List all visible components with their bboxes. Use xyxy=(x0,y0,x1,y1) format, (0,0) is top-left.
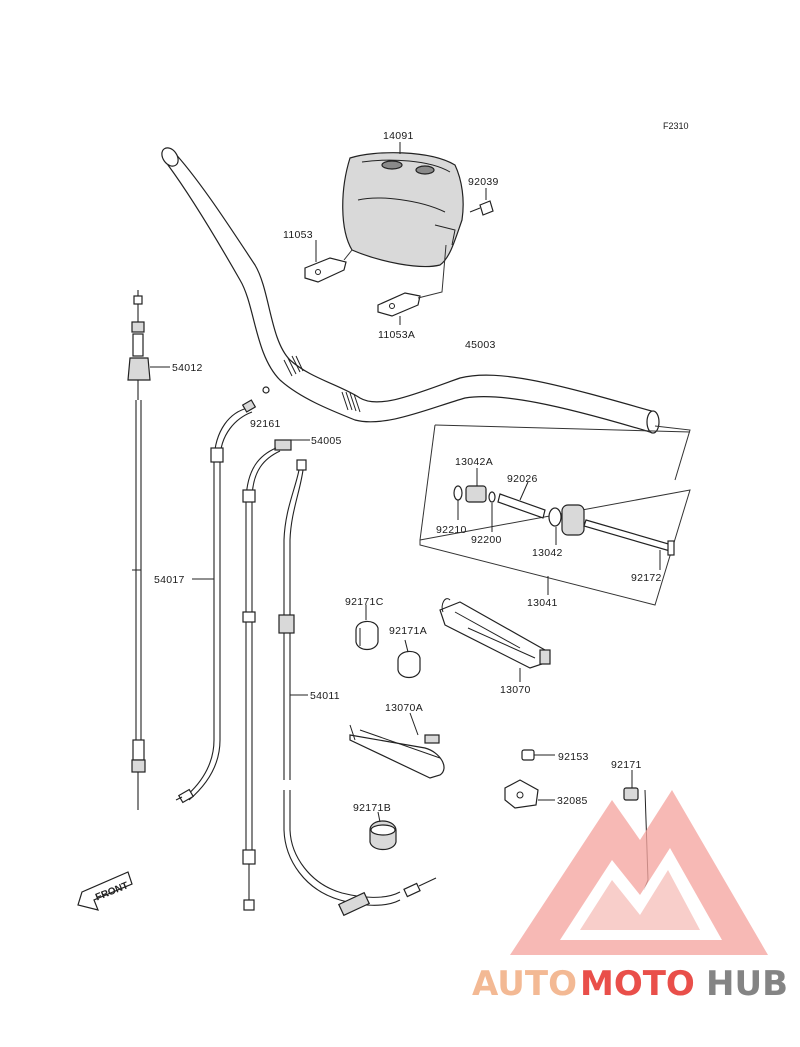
label-92026: 92026 xyxy=(507,473,538,485)
label-13042A: 13042A xyxy=(455,456,493,468)
bracket-11053 xyxy=(304,240,353,283)
label-13070: 13070 xyxy=(500,684,531,696)
label-92171B: 92171B xyxy=(353,802,391,814)
label-92171A: 92171A xyxy=(389,625,427,637)
label-92172: 92172 xyxy=(631,572,662,584)
label-92171: 92171 xyxy=(611,759,642,771)
cable-54017 xyxy=(175,386,270,804)
label-11053: 11053 xyxy=(283,229,313,241)
clamp-92171B xyxy=(369,811,397,851)
watermark-text-moto: MOTO xyxy=(580,964,695,1004)
watermark-text-auto: AUTO xyxy=(472,964,577,1004)
part-13042A xyxy=(465,485,487,503)
clamp-32085 xyxy=(504,779,555,809)
label-13042: 13042 xyxy=(532,547,563,559)
bracket-13070A xyxy=(349,712,445,779)
part-92210 xyxy=(453,485,463,501)
bracket-13070 xyxy=(439,598,551,682)
cable-54005 xyxy=(242,439,310,911)
knurled-section-left xyxy=(283,355,304,377)
clamp-92171 xyxy=(623,770,649,891)
label-54012: 54012 xyxy=(172,362,203,374)
figure-code: F2310 xyxy=(663,121,689,131)
part-92200 xyxy=(488,491,496,503)
clamp-92171C xyxy=(355,605,379,651)
label-32085: 32085 xyxy=(557,795,588,807)
label-54011: 54011 xyxy=(310,690,340,702)
watermark: AUTO MOTO HUB xyxy=(472,790,788,1004)
label-54017: 54017 xyxy=(154,574,185,586)
part-labels: 14091 92039 11053 11053A 45003 54012 921… xyxy=(154,130,662,814)
watermark-text-hub: HUB xyxy=(706,964,788,1004)
watermark-triangle-icon xyxy=(510,790,768,955)
handlebar-cover-14091 xyxy=(342,142,464,268)
bolt-92153 xyxy=(521,749,555,761)
part-92026 xyxy=(497,493,546,519)
label-45003: 45003 xyxy=(465,339,496,351)
label-54005: 54005 xyxy=(311,435,342,447)
label-92161: 92161 xyxy=(250,418,281,430)
part-13042 xyxy=(548,504,585,536)
label-92153: 92153 xyxy=(558,751,589,763)
throttle-assembly-13041 xyxy=(419,424,691,606)
handlebar-45003 xyxy=(161,147,691,481)
label-92210: 92210 xyxy=(436,524,467,536)
knurled-section-right xyxy=(341,391,361,413)
label-92039: 92039 xyxy=(468,176,499,188)
label-14091: 14091 xyxy=(383,130,414,142)
front-arrow-icon: FRONT xyxy=(77,871,133,911)
label-13070A: 13070A xyxy=(385,702,423,714)
label-92171C: 92171C xyxy=(345,596,384,608)
cable-54012 xyxy=(127,290,170,810)
clamp-92171A xyxy=(397,639,421,679)
bracket-11053A xyxy=(377,244,447,325)
label-13041: 13041 xyxy=(527,597,558,609)
part-92172 xyxy=(583,519,675,556)
screw-92039 xyxy=(469,188,494,216)
cable-54011 xyxy=(278,459,437,917)
label-11053A: 11053A xyxy=(378,329,415,341)
label-92200: 92200 xyxy=(471,534,502,546)
